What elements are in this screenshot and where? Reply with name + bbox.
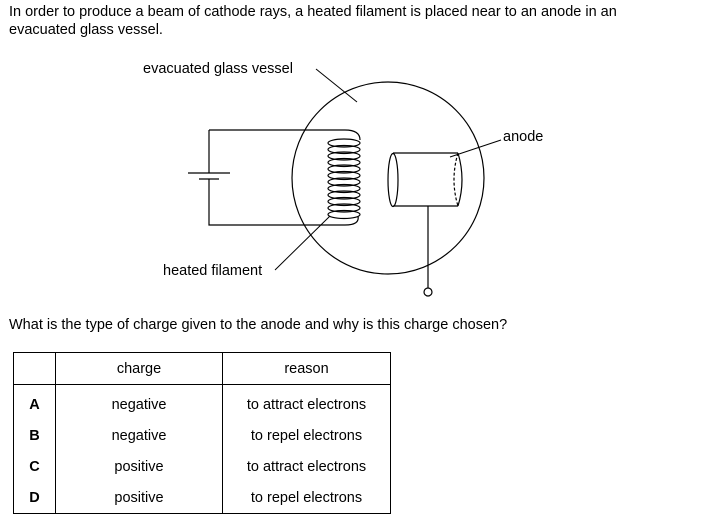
table-header-row: charge reason <box>13 352 391 385</box>
reason-cell: to attract electrons <box>222 451 391 482</box>
charge-cell: negative <box>55 384 223 420</box>
charge-cell: negative <box>55 420 223 451</box>
anode-cylinder <box>393 152 463 207</box>
glass-vessel <box>291 81 485 275</box>
anode-front-rim <box>387 152 399 208</box>
coil-loop <box>327 190 361 200</box>
coil-loop <box>327 144 361 155</box>
question-text: What is the type of charge given to the … <box>9 317 508 333</box>
coil-end-top <box>344 129 361 141</box>
anode-leader-line <box>449 139 502 158</box>
coil-loop <box>327 183 361 194</box>
filament-label: heated filament <box>163 263 263 279</box>
filament-leader-line <box>274 215 331 271</box>
vessel-leader-line <box>315 68 358 103</box>
header-option <box>13 352 56 385</box>
reason-cell: to attract electrons <box>222 384 391 420</box>
charge-cell: positive <box>55 451 223 482</box>
coil-loop <box>327 203 361 213</box>
intro-line-1: In order to produce a beam of cathode ra… <box>9 4 617 20</box>
vessel-label: evacuated glass vessel <box>143 61 293 77</box>
option-letter: A <box>13 384 56 420</box>
cathode-ray-tube-diagram <box>188 68 502 297</box>
option-letter: C <box>13 451 56 482</box>
coil-loop <box>327 177 361 187</box>
coil-loop <box>327 196 361 207</box>
header-charge: charge <box>55 352 223 385</box>
option-letter: B <box>13 420 56 451</box>
reason-cell: to repel electrons <box>222 482 391 514</box>
coil-loop <box>327 157 361 168</box>
intro-line-2: evacuated glass vessel. <box>9 22 163 38</box>
coil-loop <box>327 209 361 220</box>
anode-label: anode <box>503 129 544 145</box>
reason-cell: to repel electrons <box>222 420 391 451</box>
header-reason: reason <box>222 352 391 385</box>
coil-end-bottom <box>344 215 359 226</box>
coil-loop <box>327 170 361 181</box>
anode-terminal <box>423 287 433 297</box>
coil-loop <box>327 151 361 161</box>
circuit-wire <box>208 129 345 226</box>
anode-hidden-rim <box>453 152 459 207</box>
filament-coil <box>327 138 361 220</box>
charge-cell: positive <box>55 482 223 514</box>
option-letter: D <box>13 482 56 514</box>
coil-loop <box>327 164 361 174</box>
coil-loop <box>327 138 361 148</box>
